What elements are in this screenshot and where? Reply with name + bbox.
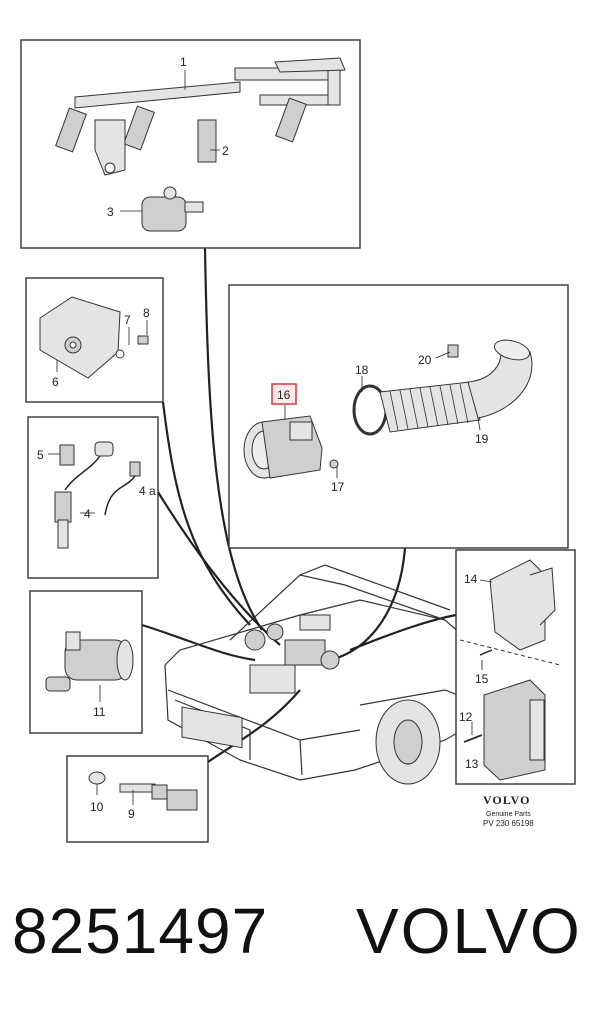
callout-2: 2 xyxy=(222,144,229,158)
drawing-reference: PV 230 65198 xyxy=(483,819,534,828)
idle-valve-panel: 11 xyxy=(29,590,143,734)
callout-19: 19 xyxy=(475,432,489,446)
callout-1: 1 xyxy=(180,55,187,69)
highlight-box xyxy=(271,383,297,405)
oxygen-sensor-panel: 5 4 4 a xyxy=(27,416,159,579)
callout-4a: 4 a xyxy=(139,484,156,498)
callout-5: 5 xyxy=(37,448,44,462)
callout-8: 8 xyxy=(143,306,150,320)
volvo-genuine-parts-mark: VOLVO Genuine Parts PV 230 65198 xyxy=(483,793,534,828)
callout-9: 9 xyxy=(128,807,135,821)
callout-7: 7 xyxy=(124,313,131,327)
callout-17: 17 xyxy=(331,480,345,494)
callout-15: 15 xyxy=(475,672,489,686)
control-unit-panel: 14 15 12 13 xyxy=(455,549,576,785)
callout-6: 6 xyxy=(52,375,59,389)
callout-14: 14 xyxy=(464,572,478,586)
callout-18: 18 xyxy=(355,363,369,377)
callout-4: 4 xyxy=(84,507,91,521)
callout-12: 12 xyxy=(459,710,473,724)
fuel-rail-panel: 1 2 3 xyxy=(20,39,361,249)
brand-name: VOLVO xyxy=(356,895,582,967)
callout-13: 13 xyxy=(465,757,479,771)
volvo-logo: VOLVO xyxy=(483,793,530,807)
callout-3: 3 xyxy=(107,205,114,219)
callout-16: 16 xyxy=(277,388,291,402)
throttle-sensor-panel: 6 7 8 xyxy=(25,277,164,403)
genuine-parts-text: Genuine Parts xyxy=(486,811,531,818)
car-illustration xyxy=(164,564,481,785)
air-mass-meter-panel: 16 17 18 19 20 xyxy=(228,284,569,549)
connector-lines xyxy=(141,247,457,763)
part-number: 8251497 xyxy=(12,895,269,967)
callout-10: 10 xyxy=(90,800,104,814)
callout-11: 11 xyxy=(93,705,106,719)
temp-sensor-panel: 10 9 xyxy=(66,755,209,843)
callout-20: 20 xyxy=(418,353,432,367)
parts-diagram: 1 2 3 6 7 8 5 4 4 a xyxy=(20,39,576,843)
